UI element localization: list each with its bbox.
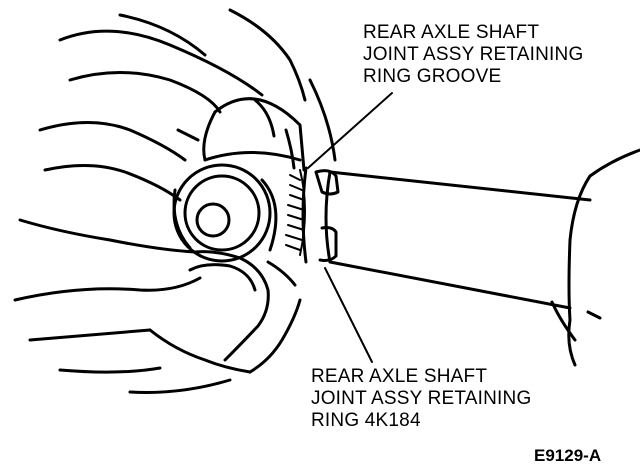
ring-callout-label: REAR AXLE SHAFT JOINT ASSY RETAINING RIN… xyxy=(311,366,531,432)
ring-callout-line-3: RING 4K184 xyxy=(311,410,421,431)
groove-leader-line xyxy=(307,92,393,169)
joint-face xyxy=(172,163,278,263)
left-hand-upper xyxy=(38,8,337,202)
ring-callout-line-1: REAR AXLE SHAFT xyxy=(311,366,488,387)
joint-body xyxy=(202,97,306,172)
joint-splines xyxy=(285,169,306,256)
ring-callout-line-2: JOINT ASSY RETAINING xyxy=(311,388,532,409)
groove-callout-line-3: RING GROOVE xyxy=(363,66,502,87)
axle-shaft xyxy=(324,170,592,310)
retaining-ring xyxy=(301,166,340,264)
right-hand xyxy=(550,148,640,367)
figure-id: E9129-A xyxy=(534,446,602,465)
left-hand-lower xyxy=(13,218,302,394)
groove-callout-line-1: REAR AXLE SHAFT xyxy=(363,22,540,43)
ring-leader-line xyxy=(324,267,373,363)
groove-callout-line-2: JOINT ASSY RETAINING xyxy=(363,44,584,65)
groove-callout-label: REAR AXLE SHAFT JOINT ASSY RETAINING RIN… xyxy=(363,22,583,88)
